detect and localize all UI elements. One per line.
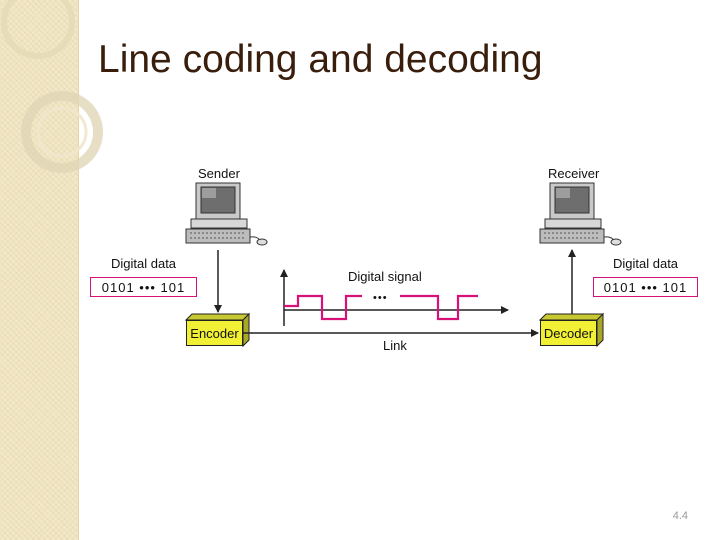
decoder-box: Decoder (540, 320, 597, 346)
digital-signal-wave-end (400, 294, 478, 321)
page-number: 4.4 (672, 510, 688, 522)
decoder-box-shading (538, 312, 605, 348)
right-digital-data-label: Digital data (613, 256, 679, 271)
sender-label: Sender (198, 166, 240, 181)
right-bit-sequence: 0101 ••• 101 (593, 277, 698, 297)
slide-title: Line coding and decoding (98, 38, 543, 81)
encoder-box: Encoder (186, 320, 243, 346)
signal-ellipsis: ••• (373, 292, 388, 304)
decorative-side-band (0, 0, 79, 540)
digital-signal-wave (284, 294, 362, 321)
digital-signal-label: Digital signal (348, 269, 422, 284)
receiver-label: Receiver (548, 166, 600, 181)
link-label: Link (383, 338, 407, 353)
sender-computer-icon (185, 182, 268, 246)
receiver-computer-icon (539, 182, 622, 246)
left-digital-data-label: Digital data (111, 256, 177, 271)
decorative-circles (1, 0, 103, 173)
left-bit-sequence: 0101 ••• 101 (90, 277, 197, 297)
